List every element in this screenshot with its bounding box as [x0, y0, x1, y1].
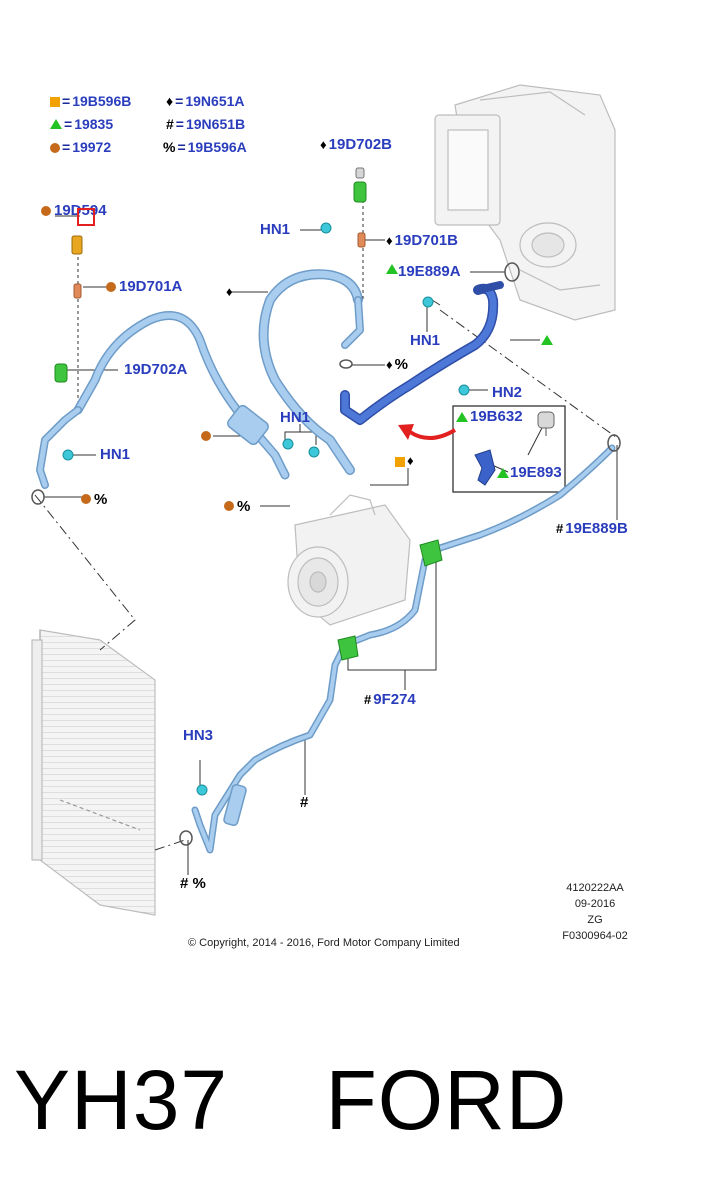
callout-19d701a[interactable]: 19D701A — [119, 279, 182, 295]
callout-text: # — [300, 794, 309, 811]
hash-icon: # — [364, 692, 372, 707]
equals-sign: = — [64, 116, 73, 132]
equals-sign: = — [175, 93, 184, 109]
callout-pct-mid[interactable]: % — [237, 499, 250, 515]
callout-hn1-top[interactable]: HN1 — [260, 222, 290, 238]
legend-part: 19972 — [72, 139, 112, 155]
callout-text: 19D702A — [124, 361, 188, 378]
callout-text: 19D702B — [328, 136, 393, 153]
diamond-icon: ♦ — [407, 453, 414, 468]
inset-box — [452, 405, 566, 493]
callout-9f274[interactable]: #9F274 — [364, 692, 416, 708]
callout-text: 19E889A — [398, 263, 461, 280]
callout-text: 19B632 — [470, 408, 523, 425]
percent-icon: % — [163, 139, 176, 155]
brown-circle-icon — [50, 143, 60, 153]
pressure-line-dark — [340, 281, 504, 425]
orange-square-icon — [50, 97, 60, 107]
drawing-info: 4120222AA 09-2016 ZG F0300964-02 — [540, 880, 650, 944]
callout-hn1-right[interactable]: HN1 — [410, 333, 440, 349]
legend-row-19972: =19972 — [50, 139, 111, 155]
callout-19e893[interactable]: 19E893 — [510, 465, 562, 481]
diamond-icon: ♦ — [320, 137, 327, 152]
callout-19d702a[interactable]: 19D702A — [124, 362, 187, 378]
liquid-line-light — [191, 444, 616, 854]
equals-sign: = — [62, 93, 71, 109]
legend-part: 19B596A — [187, 139, 247, 155]
diamond-icon: ♦ — [166, 93, 174, 109]
copyright-notice: © Copyright, 2014 - 2016, Ford Motor Com… — [188, 937, 460, 949]
diamond-icon: ♦ — [386, 357, 393, 372]
callout-hn1-left[interactable]: HN1 — [100, 447, 130, 463]
legend-row-19n651a: ♦=19N651A — [166, 93, 245, 109]
drawing-code: ZG — [587, 914, 603, 926]
callout-diamond-pct-top[interactable]: ♦% — [386, 357, 408, 373]
callout-text: % — [394, 356, 408, 373]
diamond-icon: ♦ — [226, 284, 233, 299]
caption-text: YH37 FORD — [14, 1053, 568, 1147]
drawing-date: 09-2016 — [574, 898, 616, 910]
callout-text: HN1 — [410, 332, 441, 349]
diagram-lines — [31, 84, 621, 916]
hash-icon: # — [166, 116, 174, 132]
equals-sign: = — [62, 139, 71, 155]
callout-text: HN1 — [260, 221, 291, 238]
suction-hose-light — [36, 311, 290, 489]
leader-lines — [34, 200, 621, 875]
legend-row-19835: =19835 — [50, 116, 113, 132]
legend-part: 19N651A — [185, 93, 245, 109]
hash-icon: # — [556, 521, 564, 536]
green-fittings — [54, 181, 443, 661]
callout-19b632[interactable]: 19B632 — [470, 409, 523, 425]
legend-part: 19N651B — [185, 116, 246, 132]
callout-text: 19D701B — [394, 232, 459, 249]
callout-diamond-square[interactable]: ♦ — [407, 453, 416, 469]
callout-text: % — [237, 498, 251, 515]
legend-part: 19B596B — [72, 93, 132, 109]
callout-text: 19E893 — [510, 464, 562, 481]
diamond-icon: ♦ — [386, 233, 393, 248]
compressor — [287, 494, 411, 626]
green-triangle-icon — [50, 119, 62, 129]
callout-text: HN1 — [100, 446, 131, 463]
callout-text: 19D701A — [119, 278, 183, 295]
callout-text: 19E889B — [565, 520, 628, 537]
drawing-ref: F0300964-02 — [562, 930, 628, 942]
callout-text: 9F274 — [373, 691, 416, 708]
callout-markers — [41, 206, 553, 511]
discharge-hose-light — [258, 269, 364, 475]
callout-19d702b[interactable]: ♦19D702B — [320, 137, 392, 153]
callout-hash-lower[interactable]: # — [300, 795, 308, 811]
callout-text: HN1 — [280, 409, 311, 426]
legend-row-19n651b: #=19N651B — [166, 116, 245, 132]
plug-fitting — [355, 167, 365, 179]
callout-19e889b[interactable]: #19E889B — [556, 521, 628, 537]
equals-sign: = — [177, 139, 186, 155]
red-arrow — [398, 424, 457, 440]
callout-text: HN2 — [492, 384, 523, 401]
callout-19d701b[interactable]: ♦19D701B — [386, 233, 458, 249]
callout-hn2[interactable]: HN2 — [492, 385, 522, 401]
callout-pct-left[interactable]: % — [94, 492, 107, 508]
callout-diamond-left[interactable]: ♦ — [226, 284, 235, 300]
callout-hn3[interactable]: HN3 — [183, 728, 213, 744]
callout-text: % — [94, 491, 108, 508]
legend-row-19b596a: %=19B596A — [163, 139, 247, 155]
parts-diagram: =19B596B =19835 =19972 ♦=19N651A #=19N65… — [31, 84, 650, 949]
callout-text: HN3 — [183, 727, 214, 744]
legend-row-19b596b: =19B596B — [50, 93, 131, 109]
condenser — [31, 629, 156, 916]
hvac-housing — [434, 84, 616, 321]
valves-and-seals — [31, 232, 621, 846]
callout-hash-pct-bottom[interactable]: # % — [180, 876, 206, 892]
callout-hn1-mid[interactable]: HN1 — [280, 410, 310, 426]
drawing-number: 4120222AA — [566, 882, 624, 894]
inset-parts — [474, 411, 555, 486]
equals-sign: = — [175, 116, 184, 132]
cyan-clips — [62, 222, 470, 796]
legend-part: 19835 — [74, 116, 114, 132]
callout-19e889a[interactable]: 19E889A — [398, 264, 461, 280]
callout-text: # % — [180, 875, 206, 892]
highlight-box — [77, 208, 95, 226]
